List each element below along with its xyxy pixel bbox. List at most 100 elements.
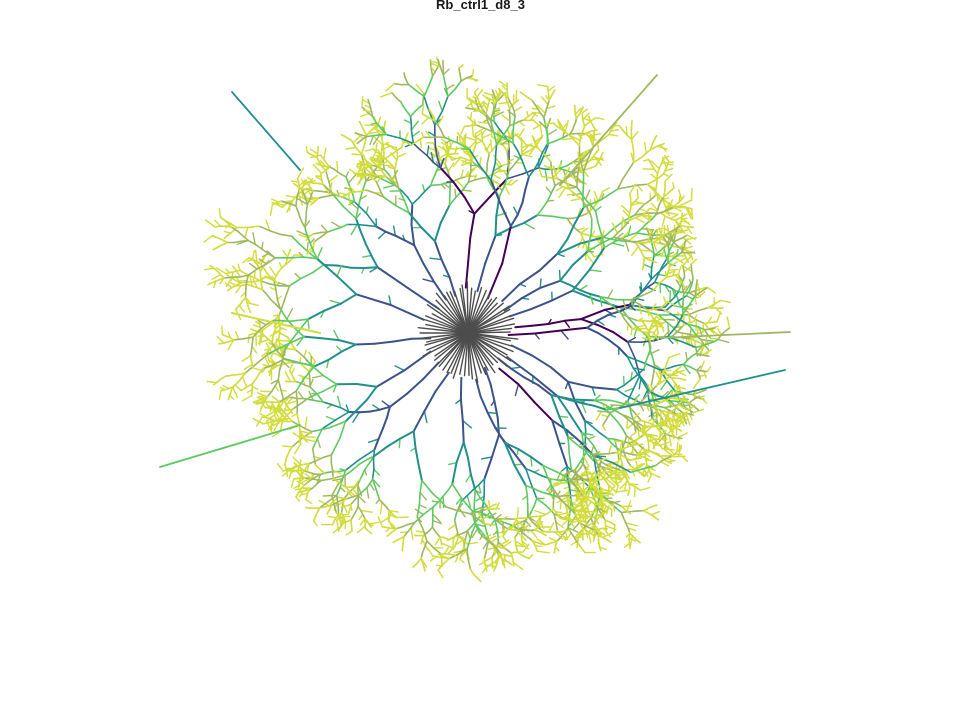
branch-segment xyxy=(525,95,534,102)
branch-segment xyxy=(316,156,321,164)
branch-segment xyxy=(646,404,656,409)
branch-segment xyxy=(517,136,523,143)
branch-twig xyxy=(251,345,258,354)
branch-segment xyxy=(258,321,261,326)
branch-twig xyxy=(562,169,566,177)
branch-twig xyxy=(513,206,519,216)
branch-twig xyxy=(375,116,382,130)
branch-twig xyxy=(601,230,605,237)
branch-segment xyxy=(494,427,506,444)
branch-segment xyxy=(437,58,440,65)
branch-twig xyxy=(627,527,637,532)
branch-segment xyxy=(299,469,306,479)
branch-twig xyxy=(652,331,660,341)
branch-twig xyxy=(660,323,665,333)
branch-segment xyxy=(580,197,586,205)
branch-segment xyxy=(620,312,631,319)
branch-twig xyxy=(693,314,698,322)
branch-segment xyxy=(611,501,619,505)
branch-segment xyxy=(218,342,225,345)
branch-segment xyxy=(493,121,500,130)
branch-segment xyxy=(611,238,621,244)
branch-twig xyxy=(647,349,660,356)
branch-segment xyxy=(429,136,439,139)
branch-twig xyxy=(347,174,357,184)
branch-twig xyxy=(671,418,675,430)
branch-segment xyxy=(698,326,706,331)
branch-segment xyxy=(269,414,276,419)
branch-segment xyxy=(567,436,581,448)
branch-segment xyxy=(673,238,680,243)
branch-twig xyxy=(260,255,266,265)
branch-twig xyxy=(331,469,342,475)
branch-segment xyxy=(524,534,534,542)
branch-twig xyxy=(685,295,694,301)
branch-segment xyxy=(383,120,387,131)
branch-segment xyxy=(663,234,670,240)
branch-segment xyxy=(483,367,492,386)
branch-segment xyxy=(546,85,550,92)
branch-twig xyxy=(673,382,679,390)
branch-twig xyxy=(481,94,491,102)
branch-segment xyxy=(682,293,685,300)
root-spoke xyxy=(467,332,470,376)
branch-segment xyxy=(358,490,365,496)
branch-segment xyxy=(340,223,349,229)
branch-twig xyxy=(507,109,516,118)
branch-segment xyxy=(227,394,231,401)
branch-segment xyxy=(642,509,652,516)
branch-segment xyxy=(504,96,509,104)
branch-segment xyxy=(511,450,527,470)
branch-twig xyxy=(280,389,287,392)
branch-twig xyxy=(300,190,304,198)
branch-twig xyxy=(447,523,457,531)
branch-segment xyxy=(711,338,719,344)
branch-segment xyxy=(582,119,586,127)
branch-segment xyxy=(463,124,472,128)
branch-segment xyxy=(645,458,648,466)
branch-twig xyxy=(588,269,602,273)
branch-segment xyxy=(530,482,538,500)
branch-segment xyxy=(669,232,673,239)
branch-segment xyxy=(656,167,660,175)
branch-segment xyxy=(459,73,462,82)
branch-twig xyxy=(515,544,525,548)
branch-segment xyxy=(467,558,472,571)
branch-segment xyxy=(434,146,439,159)
branch-segment xyxy=(580,402,596,407)
branch-twig xyxy=(331,191,343,199)
root-spoke xyxy=(466,281,469,334)
branch-segment xyxy=(231,91,301,171)
branch-segment xyxy=(688,294,697,306)
branch-segment xyxy=(422,563,426,572)
branch-segment xyxy=(589,204,597,212)
branch-twig xyxy=(377,516,384,528)
branch-twig xyxy=(426,145,430,157)
branch-segment xyxy=(297,210,301,218)
branch-twig xyxy=(303,188,312,196)
branch-twig xyxy=(342,513,350,516)
branch-segment xyxy=(568,413,583,434)
branch-segment xyxy=(605,408,613,417)
branch-segment xyxy=(302,256,319,260)
branch-twig xyxy=(546,129,558,136)
branch-twig xyxy=(716,311,722,323)
branch-twig xyxy=(203,267,215,271)
branch-segment xyxy=(635,436,641,441)
branch-twig xyxy=(668,199,673,210)
branch-segment xyxy=(442,489,449,498)
branch-twig xyxy=(307,176,315,184)
branch-twig xyxy=(662,173,669,177)
branch-twig xyxy=(580,504,586,512)
branch-segment xyxy=(259,279,264,291)
branch-segment xyxy=(681,276,686,283)
branch-twig xyxy=(622,216,627,227)
branch-segment xyxy=(270,384,277,393)
branch-twig xyxy=(302,435,316,438)
root-spoke xyxy=(467,289,487,334)
branch-segment xyxy=(664,362,668,370)
branch-twig xyxy=(635,297,645,302)
branch-segment xyxy=(561,534,569,541)
branch-twig xyxy=(369,482,375,491)
branch-twig xyxy=(353,134,362,143)
